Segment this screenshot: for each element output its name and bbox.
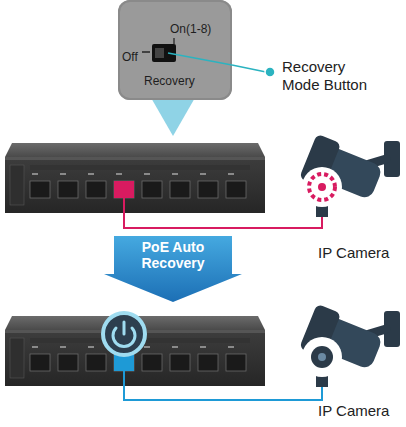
- power-icon: [103, 313, 145, 355]
- leader-line: [232, 65, 266, 72]
- banner-text: PoE Auto Recovery: [118, 239, 228, 271]
- ip-camera: [299, 304, 400, 387]
- callout-bubble: On(1-8) OffRecovery: [118, 0, 232, 100]
- leader-dot: [265, 67, 275, 77]
- callout-pointer: [150, 96, 196, 136]
- cable: [124, 371, 322, 400]
- switch-position: On(1-8): [170, 22, 211, 36]
- camera-label: IP Camera: [318, 244, 389, 262]
- arrow-banner: PoE Auto Recovery: [104, 236, 242, 302]
- switch-name: Recovery: [144, 74, 195, 88]
- part-name: Recovery Mode Button: [282, 58, 377, 94]
- poe-switch: [5, 143, 265, 213]
- cable: [124, 198, 322, 228]
- ip-camera: [299, 134, 400, 217]
- switch-position: Off: [122, 50, 138, 64]
- camera-label: IP Camera: [318, 402, 389, 420]
